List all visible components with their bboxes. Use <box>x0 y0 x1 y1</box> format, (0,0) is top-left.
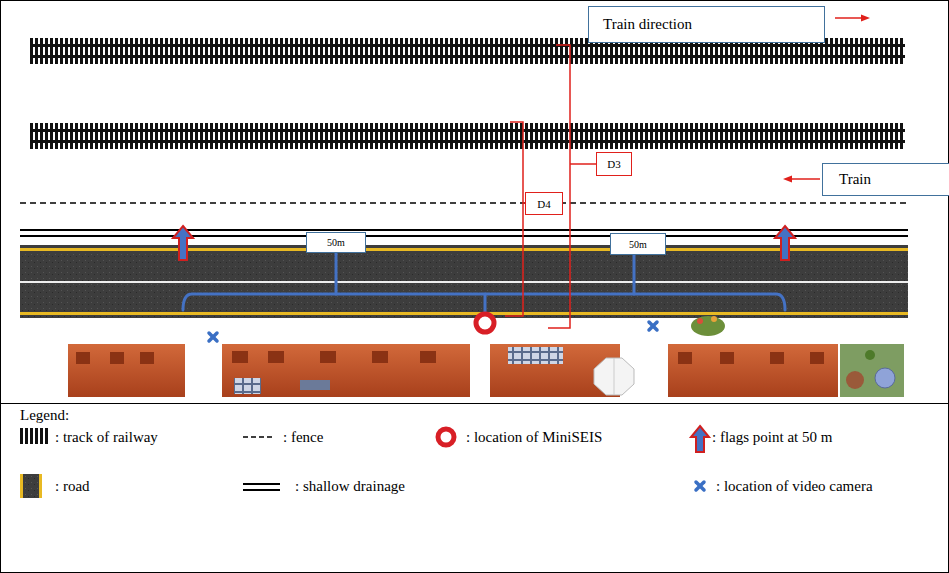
legend-drainage-sample <box>243 484 280 490</box>
legend-divider <box>0 403 949 404</box>
box-label: Train <box>839 171 871 188</box>
legend-camera-sample <box>696 482 704 490</box>
railway-track <box>30 123 905 149</box>
house <box>68 344 185 397</box>
label-box: Train direction <box>588 6 825 43</box>
house <box>490 344 634 397</box>
legend-text: : shallow drainage <box>295 477 405 495</box>
flag-arrow <box>775 226 795 260</box>
direction-arrow <box>835 15 870 22</box>
legend-title: Legend: <box>20 406 69 424</box>
road <box>20 245 908 318</box>
shallow-drainage <box>20 230 908 236</box>
legend-text: : road <box>55 477 90 495</box>
box-label: D4 <box>537 198 550 210</box>
label-box: Train <box>822 163 949 196</box>
flag-arrow <box>173 226 193 260</box>
legend-fence-sample <box>243 436 272 437</box>
label-box: D3 <box>596 152 632 176</box>
label-box: 50m <box>306 232 366 253</box>
garden <box>840 344 904 397</box>
box-label: 50m <box>327 237 345 248</box>
miniseis-marker <box>476 314 494 332</box>
train-arrow <box>783 176 820 183</box>
box-label: D3 <box>607 158 620 170</box>
box-label: Train direction <box>603 16 692 33</box>
fence <box>20 202 908 203</box>
legend-text: : location of MiniSEIS <box>466 428 602 446</box>
legend-flag-sample <box>691 426 709 452</box>
camera-marker <box>209 322 657 341</box>
legend-miniseis-sample <box>438 429 454 445</box>
distance-bracket-d4 <box>505 122 527 316</box>
legend-road-sample <box>20 474 42 498</box>
label-box: 50m <box>610 233 666 255</box>
legend-track-sample <box>20 428 48 444</box>
box-label: 50m <box>629 239 647 250</box>
label-box: D4 <box>525 192 563 215</box>
house <box>222 344 470 397</box>
legend-text: : location of video camera <box>716 477 873 495</box>
legend-text: : flags point at 50 m <box>712 428 832 446</box>
house <box>668 316 838 397</box>
legend-text: : fence <box>283 428 323 446</box>
distance-bracket <box>183 253 785 313</box>
distance-bracket-d3 <box>548 45 597 328</box>
legend-text: : track of railway <box>55 428 158 446</box>
